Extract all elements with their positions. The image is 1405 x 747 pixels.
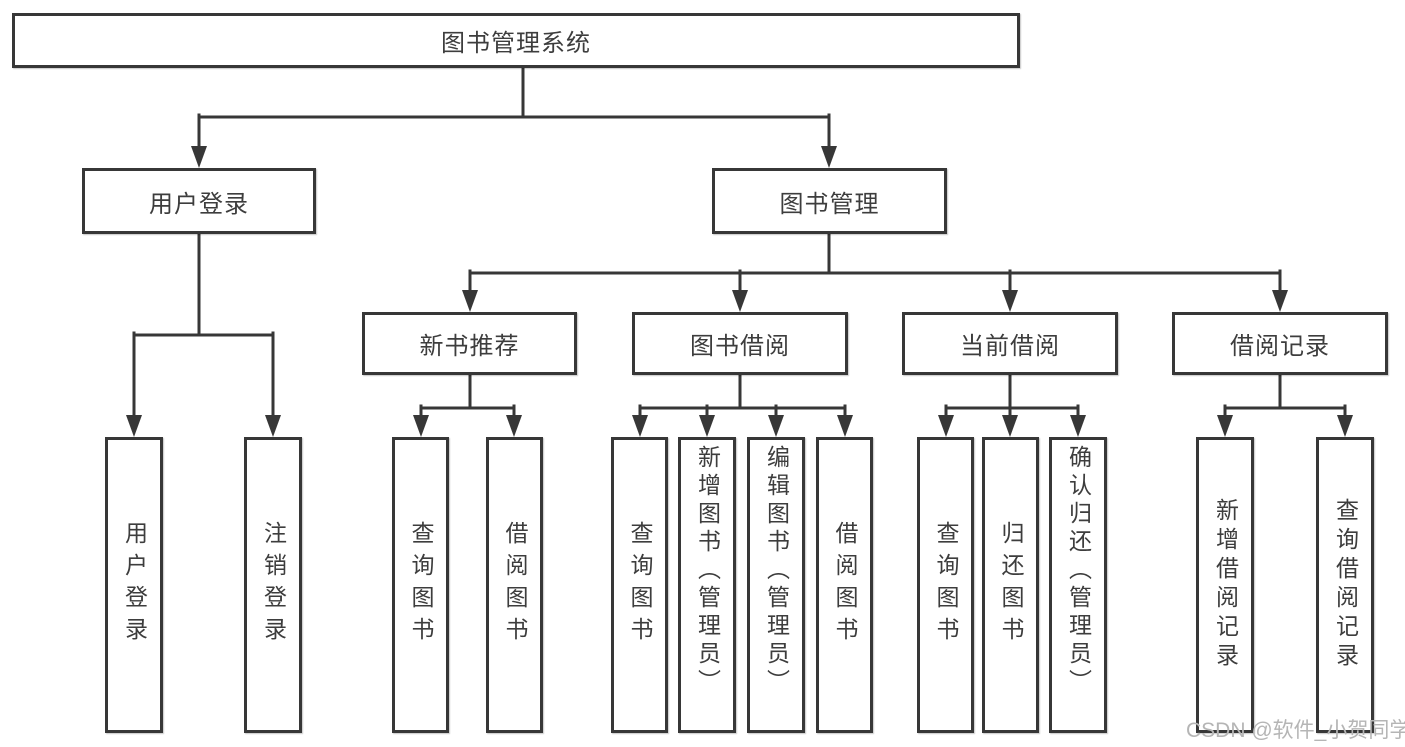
leaf-label: 确认归还（管理员）	[1065, 445, 1092, 697]
node-book-management: 图书管理	[712, 168, 947, 234]
leaf-borrow-books-borrowing: 借阅图书	[816, 437, 873, 733]
leaf-return-books: 归还图书	[982, 437, 1039, 733]
leaf-query-books-current: 查询图书	[917, 437, 974, 733]
leaf-query-books-recommend: 查询图书	[392, 437, 449, 733]
node-book-borrowing: 图书借阅	[632, 312, 848, 375]
arrowhead	[699, 415, 715, 437]
leaf-label: 借阅图书	[832, 521, 858, 649]
arrowhead	[768, 415, 784, 437]
leaf-label: 编辑图书（管理员）	[763, 445, 790, 697]
arrowhead	[1272, 290, 1288, 312]
leaf-query-books-borrowing: 查询图书	[611, 437, 668, 733]
arrowhead	[462, 290, 478, 312]
leaf-borrow-books-recommend: 借阅图书	[486, 437, 543, 733]
arrowhead	[938, 415, 954, 437]
leaf-add-books-admin: 新增图书（管理员）	[678, 437, 736, 733]
leaf-label: 查询图书	[408, 521, 434, 649]
leaf-label: 新增图书（管理员）	[694, 445, 721, 697]
arrowhead	[126, 415, 142, 437]
node-user-login: 用户登录	[82, 168, 316, 234]
arrowhead	[265, 415, 281, 437]
leaf-query-borrow-record: 查询借阅记录	[1316, 437, 1374, 733]
leaf-label: 查询借阅记录	[1332, 498, 1359, 672]
leaf-confirm-return-admin: 确认归还（管理员）	[1049, 437, 1107, 733]
leaf-logout: 注销登录	[244, 437, 302, 733]
node-new-book-recommendation: 新书推荐	[362, 312, 577, 375]
arrowhead	[413, 415, 429, 437]
leaf-label: 查询图书	[933, 521, 959, 649]
tree-edges	[132, 65, 1347, 421]
leaf-label: 用户登录	[121, 521, 148, 649]
watermark: CSDN @软件_小贺同学	[1186, 719, 1405, 742]
leaf-label: 注销登录	[260, 521, 287, 649]
node-library-management-system: 图书管理系统	[12, 13, 1020, 68]
arrowhead	[1002, 290, 1018, 312]
arrowhead	[1337, 415, 1353, 437]
leaf-label: 查询图书	[627, 521, 653, 649]
arrowhead	[506, 415, 522, 437]
arrowhead	[732, 290, 748, 312]
arrowhead	[191, 146, 207, 168]
node-borrowing-records: 借阅记录	[1172, 312, 1388, 375]
arrowhead	[1002, 415, 1018, 437]
arrowhead	[837, 415, 853, 437]
arrowhead	[1070, 415, 1086, 437]
arrowhead	[1217, 415, 1233, 437]
arrowhead	[632, 415, 648, 437]
leaf-user-login: 用户登录	[105, 437, 163, 733]
leaf-label: 归还图书	[998, 521, 1024, 649]
leaf-label: 新增借阅记录	[1212, 498, 1239, 672]
leaf-label: 借阅图书	[502, 521, 528, 649]
leaf-edit-books-admin: 编辑图书（管理员）	[747, 437, 805, 733]
node-current-borrowing: 当前借阅	[902, 312, 1118, 375]
leaf-add-borrow-record: 新增借阅记录	[1196, 437, 1254, 733]
arrowhead	[821, 146, 837, 168]
